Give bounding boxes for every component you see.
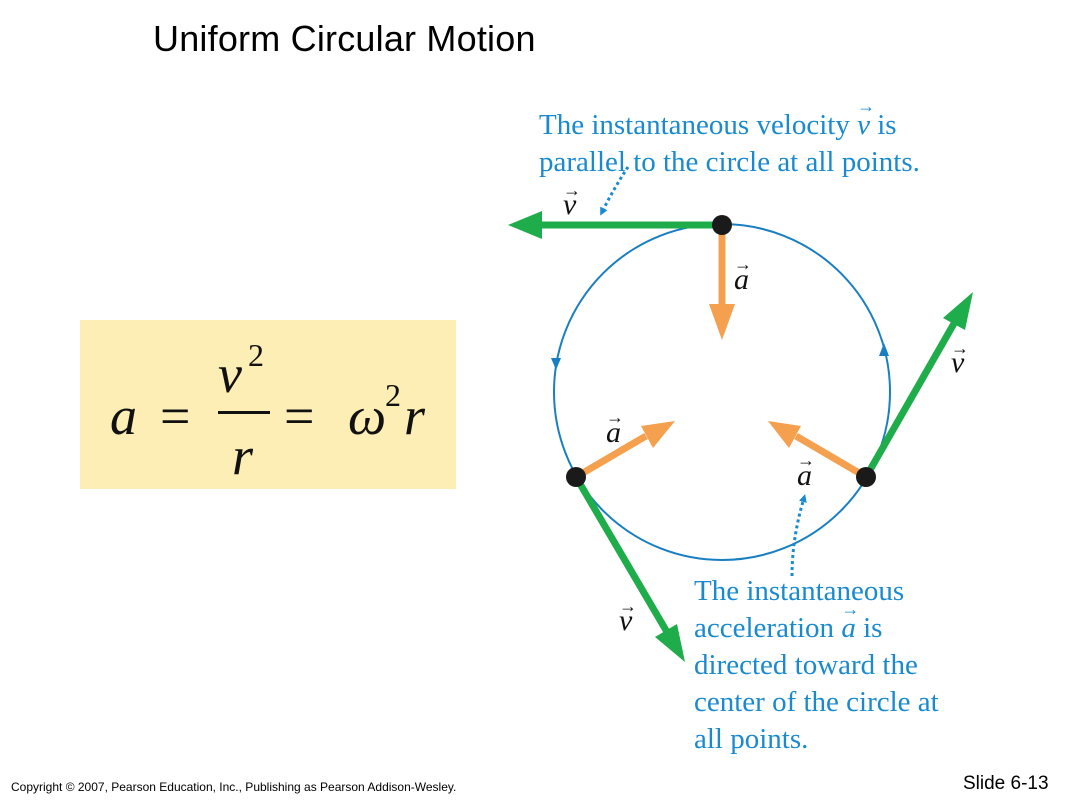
- acceleration-callout-line-5: all points.: [694, 723, 809, 755]
- svg-text:→: →: [734, 254, 752, 274]
- acceleration-vector-left: [574, 421, 675, 481]
- acceleration-vector-right: [768, 421, 868, 481]
- svg-text:→: →: [797, 450, 815, 470]
- copyright-notice: Copyright © 2007, Pearson Education, Inc…: [11, 780, 457, 794]
- acceleration-vector-top: [709, 225, 735, 340]
- svg-text:a: a: [797, 459, 812, 492]
- formula-r: r: [404, 386, 426, 446]
- svg-text:v: v: [563, 188, 577, 221]
- label-acceleration-top: → a: [734, 254, 752, 296]
- acceleration-callout: The instantaneous acceleration →a is dir…: [694, 573, 939, 758]
- svg-text:→: →: [619, 596, 637, 616]
- label-velocity-right: → v: [951, 338, 969, 379]
- formula-numerator-exponent: 2: [248, 337, 264, 373]
- velocity-vector-left: [572, 475, 685, 662]
- label-acceleration-left: → a: [606, 407, 624, 449]
- velocity-callout: The instantaneous velocity →v is paralle…: [539, 96, 920, 181]
- particle-top: [712, 215, 732, 235]
- formula-omega-exponent: 2: [385, 377, 401, 413]
- svg-text:→: →: [563, 180, 581, 200]
- velocity-vector-top: [508, 211, 722, 239]
- formula-denominator: r: [232, 426, 254, 486]
- svg-text:→: →: [951, 338, 969, 358]
- acceleration-callout-line-4: center of the circle at: [694, 686, 939, 718]
- label-velocity-top: → v: [563, 180, 581, 221]
- slide-title: Uniform Circular Motion: [153, 18, 536, 59]
- acceleration-callout-line-1: The instantaneous: [694, 575, 905, 607]
- velocity-callout-line-2: parallel to the circle at all points.: [539, 146, 920, 178]
- particle-left: [566, 467, 586, 487]
- formula-box: a = v 2 r = ω 2 r: [80, 320, 456, 489]
- direction-arrow-right-icon: [879, 343, 889, 356]
- particle-right: [856, 467, 876, 487]
- formula-omega: ω: [348, 386, 386, 446]
- svg-text:v: v: [951, 346, 965, 379]
- acceleration-callout-line-2: acceleration →a is: [694, 599, 883, 644]
- label-acceleration-right: → a: [797, 450, 815, 492]
- acceleration-callout-line-3: directed toward the: [694, 649, 918, 681]
- formula-equals-1: =: [160, 386, 190, 446]
- formula-equals-2: =: [284, 386, 314, 446]
- svg-text:a: a: [606, 416, 621, 449]
- svg-text:→: →: [606, 407, 624, 427]
- velocity-callout-line-1: The instantaneous velocity →v is: [539, 96, 897, 141]
- acceleration-callout-pointer: [790, 494, 807, 577]
- formula-lhs: a: [110, 386, 137, 446]
- direction-arrow-left-icon: [551, 358, 561, 370]
- velocity-callout-pointer: [600, 166, 630, 216]
- formula-equation: a = v 2 r = ω 2 r: [110, 337, 426, 486]
- label-velocity-left: → v: [619, 596, 637, 637]
- formula-numerator: v: [218, 344, 242, 404]
- svg-text:v: v: [619, 604, 633, 637]
- fraction-bar: [218, 411, 270, 414]
- slide-number: Slide 6-13: [963, 773, 1049, 794]
- velocity-vector-right: [862, 292, 973, 479]
- svg-text:a: a: [734, 263, 749, 296]
